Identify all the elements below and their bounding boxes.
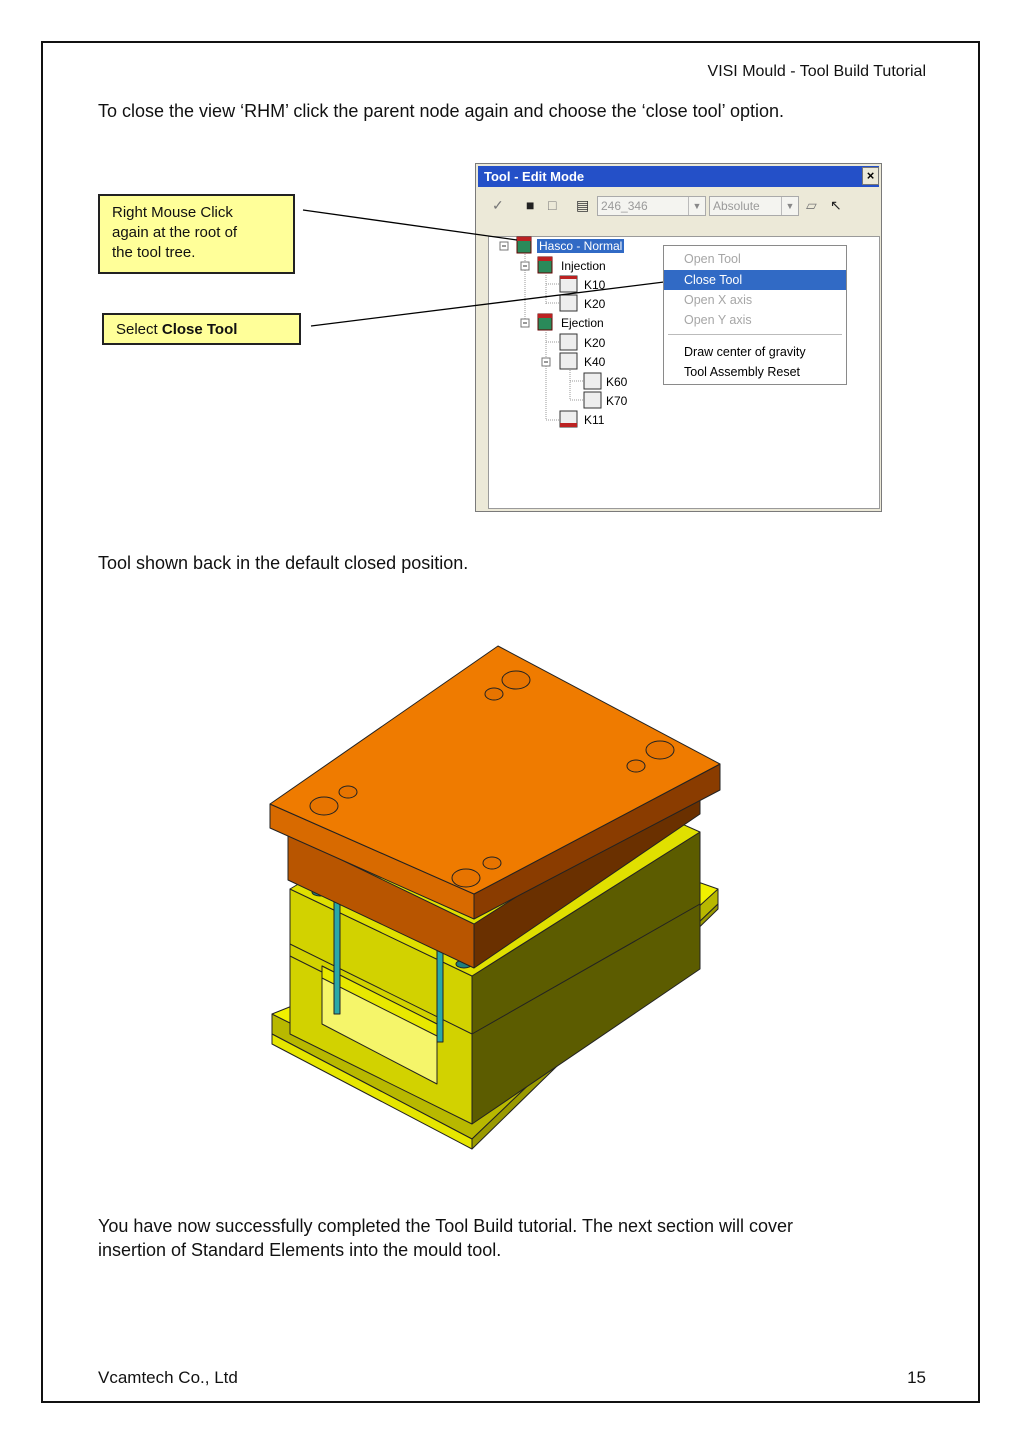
tree-node-label: K70	[606, 394, 628, 408]
coordinate-mode-select[interactable]: Absolute ▼	[709, 196, 799, 216]
tree-node-injection[interactable]: Injection	[559, 258, 608, 274]
menu-item-draw-center-of-gravity[interactable]: Draw center of gravity	[684, 345, 806, 359]
intro-paragraph: To close the view ‘RHM’ click the parent…	[98, 101, 785, 121]
chevron-down-icon: ▼	[688, 197, 705, 215]
page-number: 15	[907, 1368, 926, 1387]
caption-closed-position: Tool shown back in the default closed po…	[98, 553, 469, 573]
callout-right-click: Right Mouse Click again at the root of t…	[98, 194, 295, 274]
coordinate-mode-value: Absolute	[713, 199, 760, 213]
callout-text: Select	[116, 321, 162, 338]
callout-bold-text: Close Tool	[161, 321, 238, 338]
menu-item-open-y-axis[interactable]: Open Y axis	[684, 313, 752, 327]
conclusion-line: You have now successfully completed the …	[98, 1216, 794, 1236]
mould-tool-illustration	[269, 645, 721, 1150]
mould-size-value: 246_346	[601, 199, 648, 213]
tree-node-label: K60	[606, 375, 628, 389]
menu-separator	[668, 334, 842, 335]
menu-item-open-tool[interactable]: Open Tool	[684, 252, 741, 266]
edit-icon[interactable]: ✓	[492, 197, 504, 213]
tree-context-menu: Open Tool Close Tool Open X axis Open Y …	[663, 245, 847, 385]
tree-node-label: Hasco - Normal	[537, 239, 625, 253]
tree-node-root[interactable]: Hasco - Normal	[537, 238, 625, 254]
panel-toolbar: ✓ ■ □ ▤ 246_346 ▼ Absolute ▼ ▱ ↖	[478, 188, 879, 222]
panel-titlebar: Tool - Edit Mode ×	[478, 166, 879, 187]
tree-node-k20-ejection[interactable]: K20	[582, 335, 607, 351]
callout-line: Right Mouse Click	[112, 204, 233, 221]
page-frame	[41, 41, 980, 1403]
mould-size-select[interactable]: 246_346 ▼	[597, 196, 706, 216]
conclusion-paragraph: You have now successfully completed the …	[98, 1214, 793, 1262]
tree-node-label: Injection	[561, 259, 606, 273]
callout-line: the tool tree.	[112, 244, 196, 261]
tree-node-k40[interactable]: K40	[582, 354, 607, 370]
tree-node-label: Ejection	[561, 316, 604, 330]
callout-line: again at the root of	[112, 224, 238, 241]
document-icon[interactable]: ▤	[576, 197, 590, 213]
close-icon[interactable]: ×	[862, 167, 879, 185]
menu-item-open-x-axis[interactable]: Open X axis	[684, 293, 753, 307]
tree-node-k70[interactable]: K70	[604, 393, 629, 409]
tree-node-k20-injection[interactable]: K20	[582, 296, 607, 312]
pointer-icon[interactable]: ↖	[830, 197, 842, 213]
tree-node-label: K20	[584, 297, 606, 311]
panel-title: Tool - Edit Mode	[484, 169, 585, 184]
page-header: VISI Mould - Tool Build Tutorial	[707, 63, 926, 80]
tree-node-k60[interactable]: K60	[604, 374, 629, 390]
tree-node-label: K40	[584, 355, 606, 369]
tree-node-label: K20	[584, 336, 606, 350]
save-icon[interactable]: ■	[526, 197, 535, 213]
tree-node-label: K11	[584, 413, 605, 427]
callout-select-close-tool: Select Close Tool	[102, 313, 301, 345]
conclusion-line: insertion of Standard Elements into the …	[98, 1240, 502, 1260]
menu-item-close-tool[interactable]: Close Tool	[664, 270, 846, 290]
tree-node-ejection[interactable]: Ejection	[559, 315, 606, 331]
tree-node-k10[interactable]: K10	[582, 277, 607, 293]
footer-company: Vcamtech Co., Ltd	[98, 1368, 238, 1387]
menu-item-tool-assembly-reset[interactable]: Tool Assembly Reset	[684, 365, 801, 379]
folder-icon[interactable]: ▱	[806, 197, 817, 213]
tree-node-label: K10	[584, 278, 606, 292]
blank-page-icon[interactable]: □	[548, 197, 557, 213]
chevron-down-icon: ▼	[781, 197, 798, 215]
tree-node-k11[interactable]: K11	[582, 412, 606, 428]
